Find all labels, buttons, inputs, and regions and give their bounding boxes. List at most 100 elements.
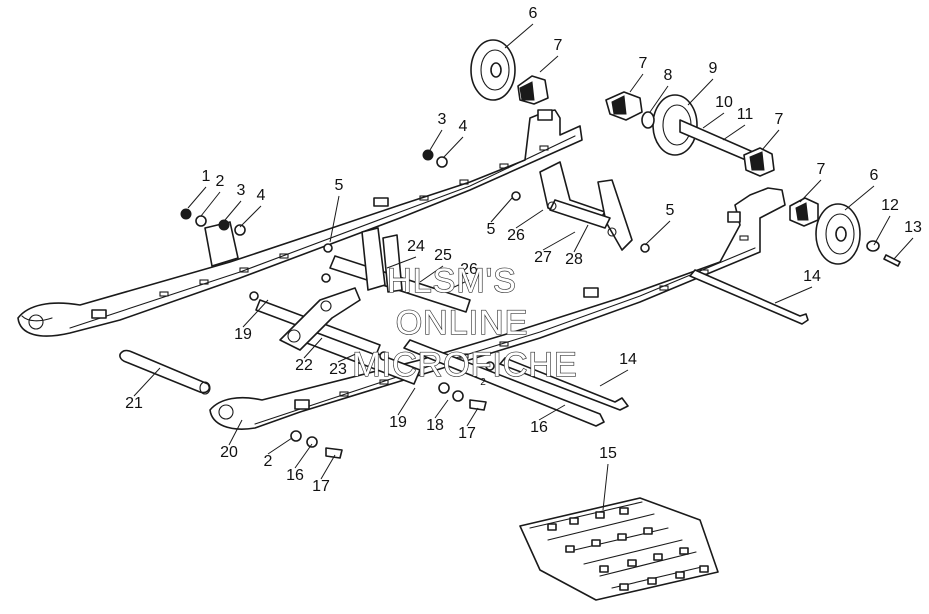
callout-leader-line <box>239 205 262 228</box>
callout-c7c: 7 <box>761 111 784 151</box>
callout-c7d: 7 <box>799 161 826 203</box>
callout-leader-line <box>573 224 589 253</box>
callout-c2b: 2 <box>264 437 293 470</box>
callout-number: 23 <box>329 361 347 378</box>
callout-leader-line <box>337 351 361 363</box>
callout-c9: 9 <box>687 60 718 106</box>
callout-c8: 8 <box>649 67 673 113</box>
callout-leader-line <box>187 186 207 209</box>
callout-leader-line <box>242 299 269 328</box>
wear-strip-plate <box>519 497 719 601</box>
callout-leader-line <box>434 399 449 419</box>
callout-number: 9 <box>709 60 718 77</box>
callout-number: 21 <box>125 395 143 412</box>
callout-c3a: 3 <box>429 111 447 151</box>
callout-c21: 21 <box>125 367 161 412</box>
callout-number: 5 <box>335 177 344 194</box>
callout-number: 26 <box>507 227 525 244</box>
callout-number: 19 <box>389 414 407 431</box>
callout-leader-line <box>687 78 714 106</box>
callout-leader-line <box>873 215 891 246</box>
watermark-line-2: ONLINE <box>396 304 529 342</box>
callout-number: 14 <box>803 268 821 285</box>
callout-leader-line <box>397 387 416 416</box>
callout-c4b: 4 <box>239 187 266 228</box>
callout-leader-line <box>538 404 566 421</box>
callout-leader-line <box>294 443 313 469</box>
callout-csmall: 2 <box>480 377 486 388</box>
callout-number: 7 <box>554 37 563 54</box>
callout-number: 7 <box>639 55 648 72</box>
callout-c1: 1 <box>187 168 211 209</box>
callout-c3b: 3 <box>224 182 246 221</box>
callout-c7a: 7 <box>539 37 563 73</box>
callout-number: 5 <box>487 221 496 238</box>
callout-c19a: 19 <box>234 299 269 343</box>
callout-c11: 11 <box>722 106 753 141</box>
callout-leader-line <box>722 124 746 141</box>
callout-number: 14 <box>619 351 637 368</box>
callout-c10: 10 <box>702 94 733 129</box>
callout-number: 6 <box>529 5 538 22</box>
callout-number: 12 <box>881 197 899 214</box>
callout-c25: 25 <box>419 247 452 283</box>
callout-c7b: 7 <box>629 55 648 93</box>
callout-c26: 26 <box>507 209 544 244</box>
callout-number: 7 <box>817 161 826 178</box>
axle-spacers <box>517 75 901 267</box>
idler-wheels <box>470 39 861 265</box>
callout-leader-line <box>702 112 725 129</box>
callout-c28: 28 <box>565 224 589 268</box>
callout-leader-line <box>649 85 669 113</box>
callout-leader-line <box>774 286 813 304</box>
callout-c2a: 2 <box>200 173 225 217</box>
callout-c6b: 6 <box>844 167 879 211</box>
callout-leader-line <box>447 279 470 291</box>
callout-c4a: 4 <box>442 118 468 159</box>
callout-leader-line <box>442 136 464 159</box>
callout-number: 8 <box>664 67 673 84</box>
callout-c22: 22 <box>295 337 323 374</box>
callout-c23: 23 <box>329 351 361 378</box>
callout-number: 18 <box>426 417 444 434</box>
callout-c26b: 26 <box>447 261 478 291</box>
callout-c5a: 5 <box>329 177 344 243</box>
callout-number: 2 <box>480 377 486 388</box>
callout-number: 28 <box>565 251 583 268</box>
callout-leader-line <box>490 197 513 223</box>
callout-leader-line <box>629 73 644 93</box>
callout-number: 3 <box>237 182 246 199</box>
callout-c6a: 6 <box>504 5 538 49</box>
watermark-line-1: HLSM'S <box>387 262 517 300</box>
callout-c16b: 16 <box>286 443 313 484</box>
watermark-line-3: MICROFICHE <box>352 346 577 384</box>
callout-number: 24 <box>407 238 425 255</box>
callout-c20: 20 <box>220 419 243 461</box>
callout-number: 16 <box>530 419 548 436</box>
rear-arm-assembly <box>279 227 403 351</box>
callout-number: 3 <box>438 111 447 128</box>
callout-c5c: 5 <box>644 202 675 246</box>
callout-number: 27 <box>534 249 552 266</box>
callout-leader-line <box>267 437 293 455</box>
callout-number: 22 <box>295 357 313 374</box>
callout-c24: 24 <box>386 238 425 269</box>
wear-strip-cleats <box>547 507 709 591</box>
callout-number: 10 <box>715 94 733 111</box>
callout-c17b: 17 <box>312 454 336 495</box>
callout-number: 4 <box>257 187 266 204</box>
callout-c19b: 19 <box>389 387 416 431</box>
callout-number: 13 <box>904 219 922 236</box>
callout-leader-line <box>466 407 479 427</box>
callout-leader-line <box>504 23 534 49</box>
callout-leader-line <box>224 200 242 221</box>
callout-number: 1 <box>202 168 211 185</box>
callout-number: 17 <box>458 425 476 442</box>
callout-c12: 12 <box>873 197 899 246</box>
callout-leader-line <box>602 463 609 511</box>
callout-leader-line <box>429 129 443 151</box>
callout-leader-line <box>599 369 629 387</box>
callout-number: 2 <box>216 173 225 190</box>
